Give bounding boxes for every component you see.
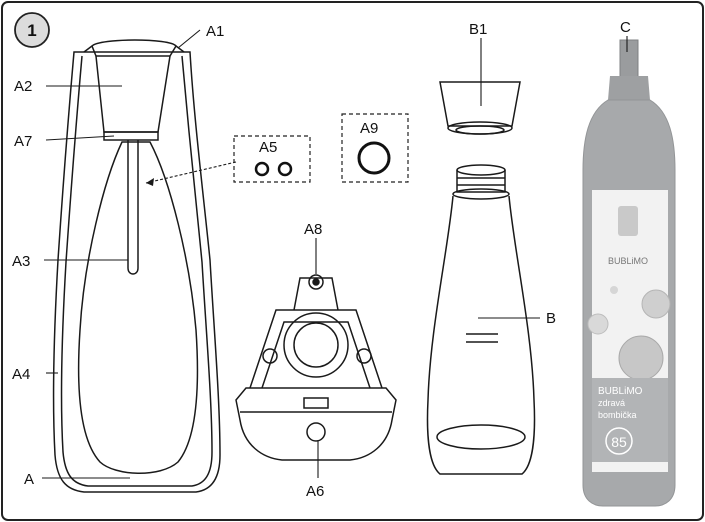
label-a4: A4 [12, 366, 30, 383]
figure-number-badge: 1 [14, 12, 50, 48]
label-a8: A8 [304, 221, 322, 238]
bottle-cap-icon [439, 81, 521, 135]
cylinder-brand: BUBLiMO [608, 256, 648, 266]
cylinder-number: 85 [611, 434, 627, 450]
label-a5: A5 [259, 139, 277, 156]
label-a6: A6 [306, 483, 324, 500]
cylinder-line3: bombička [598, 410, 637, 420]
label-a7: A7 [14, 133, 32, 150]
cylinder-line1: BUBLiMO [598, 386, 643, 397]
holder-a [52, 39, 221, 493]
label-a2: A2 [14, 78, 32, 95]
label-a: A [24, 471, 34, 488]
nozzle-seals-icon [233, 135, 311, 183]
figure-number: 1 [27, 21, 36, 40]
cylinder-line2: zdravá [598, 398, 625, 408]
label-c: C [620, 19, 631, 36]
label-a9: A9 [360, 120, 378, 137]
co2-cylinder-icon: BUBLiMO BUBLiMO zdravá bombička 85 [582, 39, 676, 507]
label-b1: B1 [469, 21, 487, 38]
leader-lines [42, 29, 628, 479]
label-a1: A1 [206, 23, 224, 40]
plastic-bottle-icon [426, 164, 536, 475]
label-a3: A3 [12, 253, 30, 270]
bottle-holder-icon [235, 274, 397, 461]
label-b: B [546, 310, 556, 327]
gasket-ring-icon [341, 113, 409, 183]
